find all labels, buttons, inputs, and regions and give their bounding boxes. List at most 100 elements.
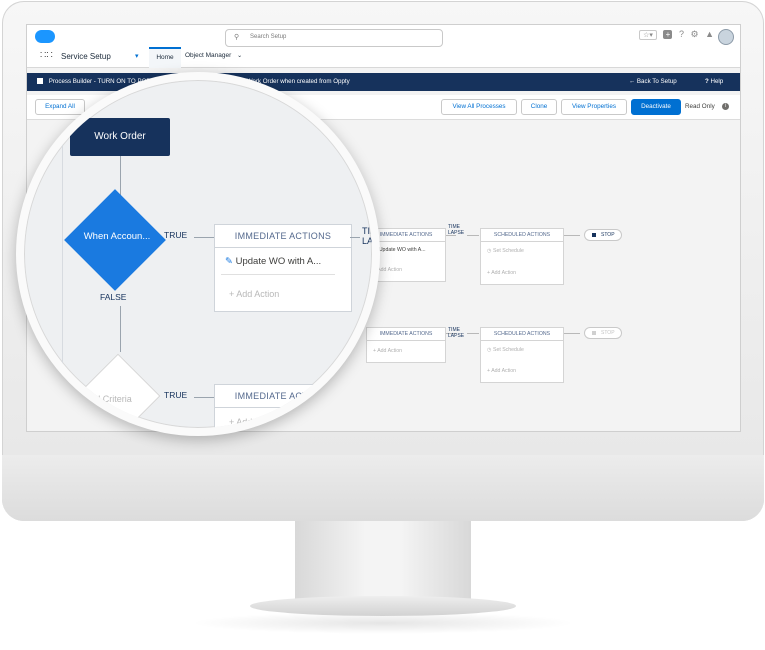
- add-action-button[interactable]: + Add: [229, 417, 253, 427]
- stop-icon: [592, 331, 596, 335]
- action-item[interactable]: ✎ Update WO with A...: [225, 256, 321, 267]
- immediate-actions-box[interactable]: IMMEDIATE ACTIONS + Add Action: [366, 327, 446, 363]
- add-action-button[interactable]: + Add Action: [487, 368, 516, 374]
- connector: [564, 333, 580, 334]
- connector: [564, 235, 580, 236]
- avatar[interactable]: [718, 29, 734, 45]
- true-label: TRUE: [164, 230, 188, 240]
- back-to-setup-link[interactable]: ← Back To Setup: [629, 78, 677, 85]
- lapse-label: LAPSE: [448, 230, 465, 236]
- app-nav: ∷∷ Service Setup ▾ Home Object Manager ⌄: [27, 47, 740, 68]
- stop-label: STOP: [601, 232, 615, 238]
- chevron-down-icon[interactable]: ▾: [135, 53, 139, 60]
- tab-object-manager-label: Object Manager: [185, 52, 232, 59]
- info-icon[interactable]: i: [722, 103, 729, 110]
- immediate-actions-header: IMMEDIATE ACTIONS: [367, 229, 445, 242]
- search-placeholder: Search Setup: [250, 34, 287, 40]
- arrow-left-icon: ←: [629, 78, 636, 85]
- process-builder-icon: [37, 78, 43, 84]
- set-schedule-label: Set Schedule: [492, 347, 524, 353]
- action-item[interactable]: ✎ Update WO with A...: [373, 247, 426, 253]
- criteria-label: When Accoun...: [83, 231, 151, 242]
- time-label: TIME: [448, 224, 460, 230]
- monitor-stand-neck: [295, 521, 471, 599]
- star-icon[interactable]: ☆▾: [639, 30, 657, 40]
- help-icon[interactable]: ?: [678, 29, 684, 39]
- immediate-actions-header: IMMEDIATE ACTIONS: [215, 225, 351, 248]
- scheduled-actions-box[interactable]: SCHEDULED ACTIONS ◷ Set Schedule + Add A…: [480, 327, 564, 383]
- add-icon[interactable]: +: [663, 30, 673, 39]
- connector: [467, 333, 479, 334]
- stop-node[interactable]: STOP: [584, 327, 622, 339]
- clock-icon: ◷: [487, 347, 492, 353]
- lapse-label: LAPS: [362, 236, 380, 246]
- gear-icon[interactable]: ⚙: [690, 29, 699, 39]
- help-icon: ?: [705, 78, 709, 85]
- connector: [467, 235, 479, 236]
- divider: [221, 274, 335, 275]
- immediate-actions-header: IMMEDIATE ACTIONS: [367, 328, 445, 341]
- connector: [350, 237, 360, 238]
- set-schedule-button[interactable]: ◷ Set Schedule: [487, 248, 524, 254]
- clone-button[interactable]: Clone: [521, 99, 557, 115]
- add-action-button[interactable]: + Add Action: [229, 289, 280, 299]
- object-node[interactable]: Work Order: [70, 118, 170, 156]
- action-item-label: Update WO with A...: [378, 247, 426, 253]
- lapse-label: LAPSE: [448, 333, 465, 339]
- view-all-processes-button[interactable]: View All Processes: [441, 99, 517, 115]
- immediate-actions-box[interactable]: IMMEDIATE ACTIONS + Add: [214, 384, 352, 428]
- expand-all-button[interactable]: Expand All: [35, 99, 85, 115]
- tab-home[interactable]: Home: [149, 47, 181, 68]
- true-label: TRUE: [164, 390, 188, 400]
- deactivate-button[interactable]: Deactivate: [631, 99, 681, 115]
- connector: [120, 306, 121, 352]
- app-launcher-icon[interactable]: ∷∷: [40, 50, 53, 61]
- add-action-button[interactable]: + Add Action: [487, 270, 516, 276]
- stop-label: STOP: [601, 330, 615, 336]
- monitor-chin: [2, 455, 764, 521]
- connector: [120, 156, 121, 196]
- add-action-label: Add Action: [377, 348, 402, 354]
- false-label: FALSE: [100, 292, 127, 302]
- stand-shadow: [190, 612, 576, 634]
- app-name: Service Setup: [61, 52, 111, 61]
- search-icon: ⚲: [234, 34, 240, 41]
- bell-icon[interactable]: ▲: [705, 29, 714, 39]
- set-schedule-label: Set Schedule: [492, 248, 524, 254]
- view-properties-button[interactable]: View Properties: [561, 99, 627, 115]
- scheduled-actions-header: SCHEDULED ACTIONS: [481, 328, 563, 341]
- immediate-actions-header: IMMEDIATE ACTIONS: [215, 385, 351, 408]
- add-action-label: Add Action: [491, 270, 516, 276]
- salesforce-logo[interactable]: [35, 30, 55, 43]
- add-criteria-text: Add Criteria: [84, 394, 132, 404]
- immediate-actions-box[interactable]: IMMEDIATE ACTIONS ✎ Update WO with A... …: [214, 224, 352, 312]
- add-action-button[interactable]: + Add Action: [373, 348, 402, 354]
- connector: [446, 333, 456, 334]
- magnifier-lens: Work Order When Accoun... TRUE FALSE IMM…: [16, 72, 380, 436]
- tab-object-manager[interactable]: Object Manager ⌄: [185, 52, 242, 59]
- scheduled-actions-header: SCHEDULED ACTIONS: [481, 229, 563, 242]
- help-link[interactable]: ? Help: [705, 78, 723, 85]
- stop-icon: [592, 233, 596, 237]
- help-label: Help: [710, 78, 724, 85]
- chevron-down-icon: ⌄: [237, 53, 243, 59]
- time-label: TIME: [362, 226, 378, 236]
- add-action-label: Add: [236, 417, 253, 427]
- add-action-label: Add Action: [236, 289, 280, 299]
- connector: [194, 237, 214, 238]
- connector: [194, 397, 214, 398]
- stop-node[interactable]: STOP: [584, 229, 622, 241]
- read-only-label: Read Only: [685, 103, 715, 110]
- global-header: ⚲ Search Setup ☆▾ + ? ⚙ ▲: [27, 25, 740, 48]
- action-item-label: Update WO with A...: [235, 256, 322, 267]
- add-action-label: Add Action: [491, 368, 516, 374]
- search-input[interactable]: ⚲ Search Setup: [225, 29, 443, 47]
- add-action-label: Add Action: [377, 267, 402, 273]
- pencil-icon: ✎: [225, 256, 233, 267]
- set-schedule-button[interactable]: ◷ Set Schedule: [487, 347, 524, 353]
- scheduled-actions-box[interactable]: SCHEDULED ACTIONS ◷ Set Schedule + Add A…: [480, 228, 564, 285]
- connector: [446, 235, 456, 236]
